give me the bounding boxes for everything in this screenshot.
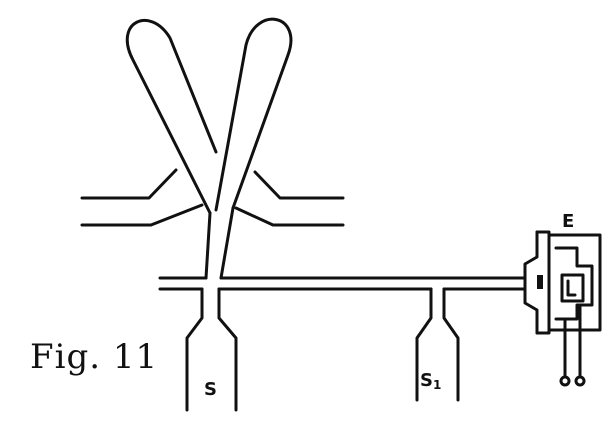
outer-housing (548, 233, 602, 332)
inner-cup (560, 273, 585, 303)
left-upper-tube (80, 168, 178, 200)
housing-left-wall (523, 230, 539, 335)
figure-caption: Fig. 11 (30, 337, 159, 377)
right-arm-outline (214, 17, 293, 212)
electrode-assembly (523, 230, 602, 387)
label-s: S (204, 379, 217, 400)
label-s1-subscript: 1 (432, 378, 442, 392)
label-e: E (562, 211, 575, 232)
right-lower-tube (234, 206, 345, 227)
housing-flange (535, 230, 551, 335)
label-s1: S1 (420, 370, 442, 392)
terminal-right (574, 375, 586, 387)
right-upper-tube (253, 170, 345, 200)
branch-s1-outline (415, 287, 460, 402)
left-lower-tube (80, 203, 204, 227)
neck-left-wall (204, 211, 212, 280)
inner-frame (554, 246, 594, 321)
inner-cup-step (566, 279, 577, 297)
left-arm-outline (125, 19, 218, 215)
neck-right-wall (219, 206, 235, 280)
membrane (537, 275, 543, 289)
terminal-left (559, 375, 571, 387)
branch-s-outline (185, 287, 238, 412)
label-s1-main: S (420, 370, 433, 391)
